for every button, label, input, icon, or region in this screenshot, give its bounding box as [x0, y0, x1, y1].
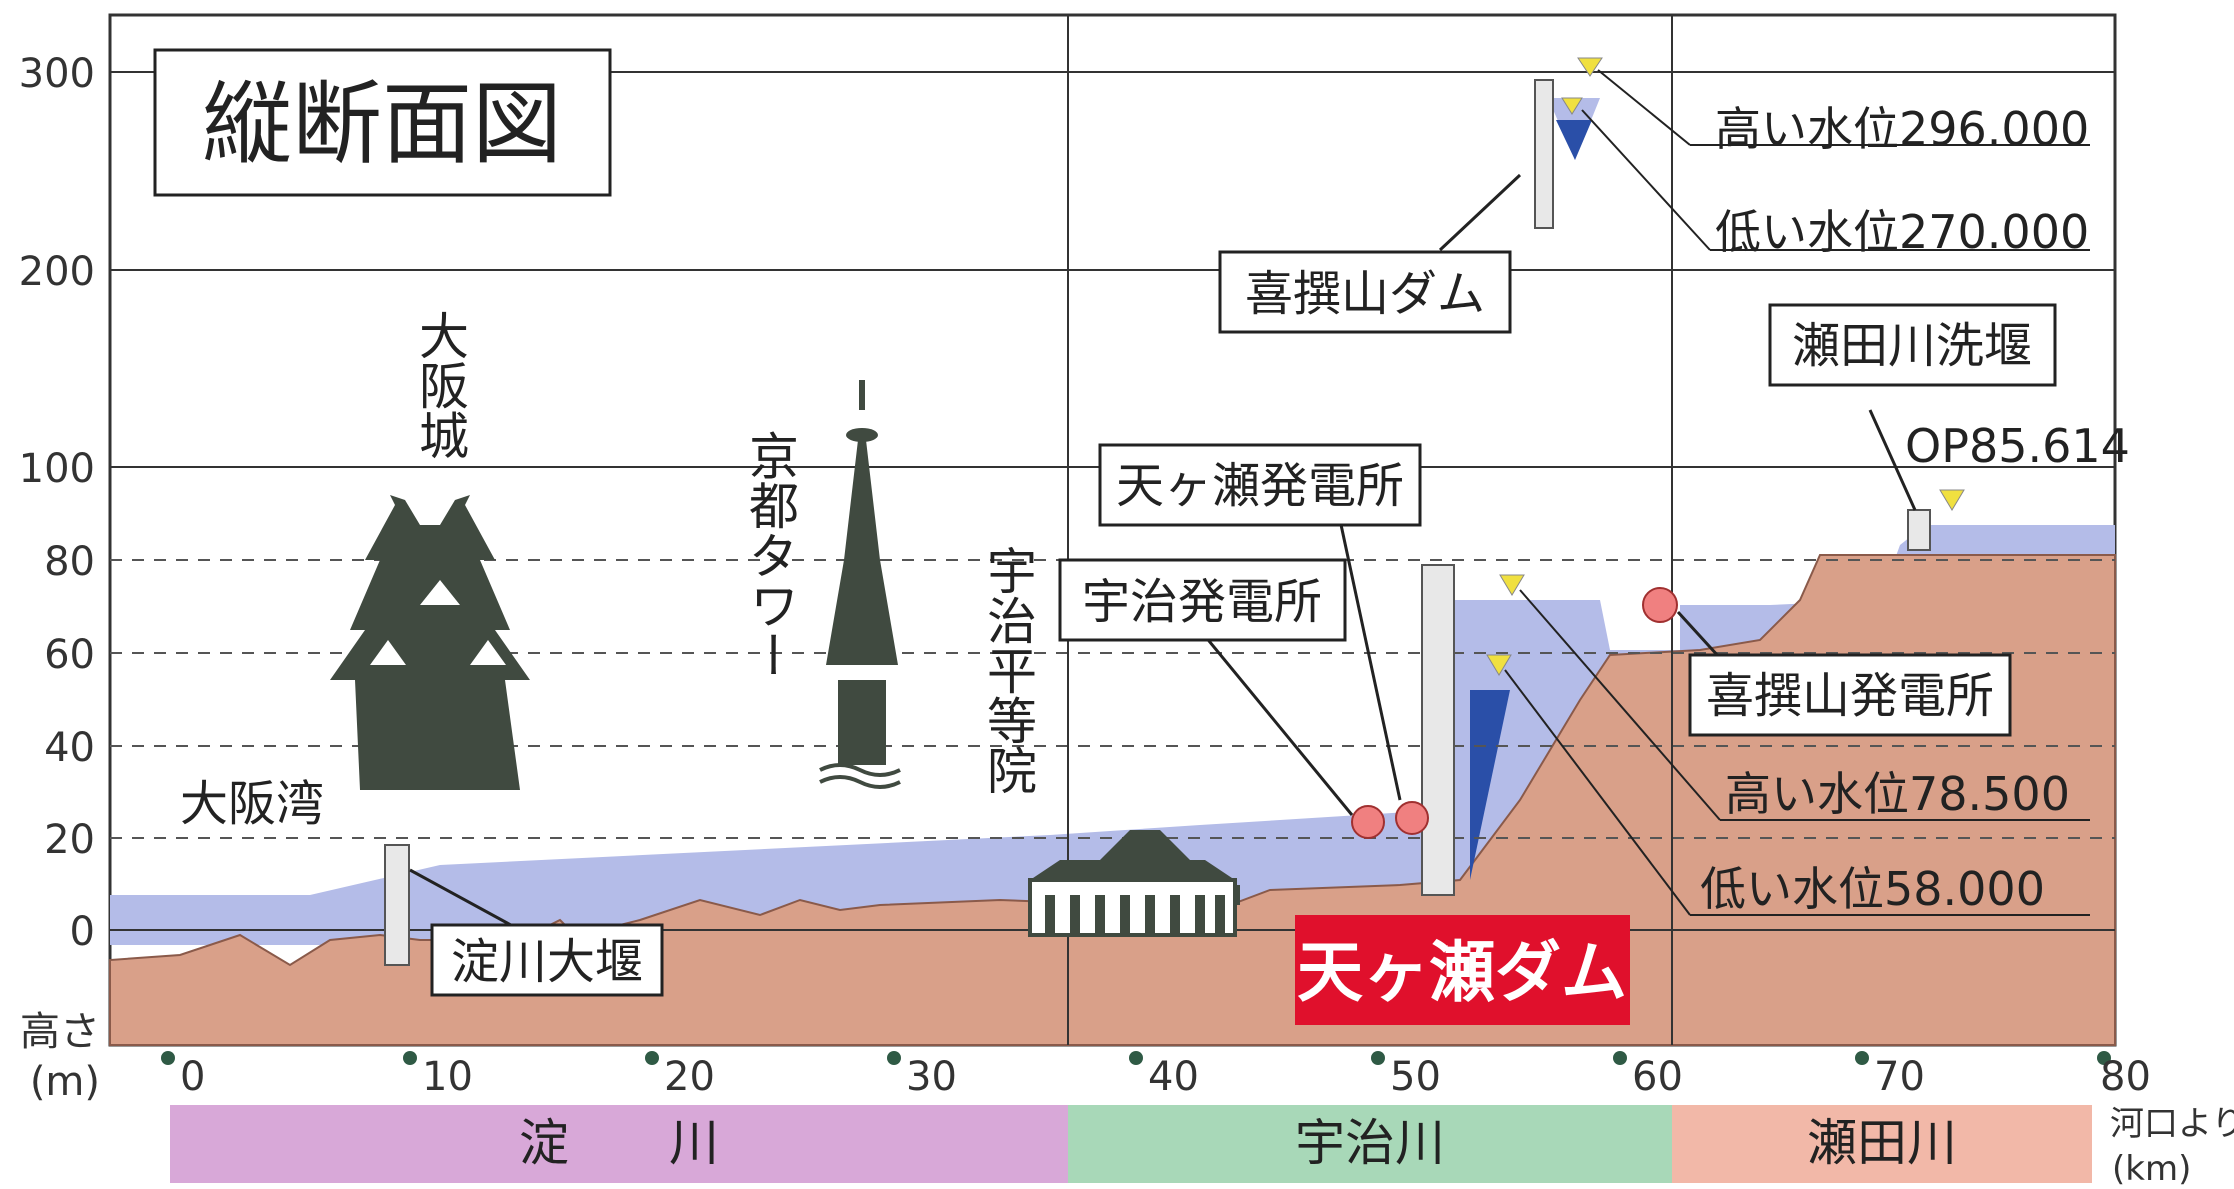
svg-text:40: 40 — [1148, 1054, 1199, 1100]
uji-plant-label: 宇治発電所 — [1082, 574, 1322, 630]
osaka-castle-icon — [330, 495, 530, 790]
y-tick: 20 — [44, 817, 95, 863]
seta-water-level: OP85.614 — [1905, 419, 2130, 473]
amagase-high-level: 高い水位78.500 — [1725, 767, 2070, 821]
svg-text:80: 80 — [2100, 1054, 2151, 1100]
svg-text:50: 50 — [1390, 1054, 1441, 1100]
kisen-low-level: 低い水位270.000 — [1715, 205, 2089, 259]
amagase-dam-wall — [1421, 564, 1455, 896]
kisenyama-plant-label: 喜撰山発電所 — [1706, 668, 1994, 724]
svg-text:20: 20 — [664, 1054, 715, 1100]
x-axis-unit: (km) — [2112, 1149, 2191, 1189]
y-axis-unit: (m) — [30, 1059, 100, 1105]
x-axis: 0 10 20 30 40 50 60 70 80 河口より (km) — [161, 1051, 2234, 1189]
amagase-reservoir-deep — [1470, 690, 1510, 880]
kisenyama-plant-marker — [1642, 587, 1678, 623]
river-bar: 淀 川 宇治川 瀬田川 — [170, 1105, 2092, 1183]
y-tick: 40 — [44, 725, 95, 771]
amagase-high-marker — [1499, 574, 1525, 596]
y-tick: 60 — [44, 632, 95, 678]
y-tick: 100 — [19, 446, 95, 492]
osaka-bay-label: 大阪湾 — [180, 776, 324, 832]
x-axis-label: 河口より — [2110, 1104, 2234, 1144]
svg-text:70: 70 — [1874, 1054, 1925, 1100]
x-tick-60: 60 — [1613, 1051, 1683, 1100]
y-tick: 200 — [19, 249, 95, 295]
seta-weir-structure — [1907, 509, 1931, 551]
x-tick-50: 50 — [1371, 1051, 1441, 1100]
amagase-low-marker — [1486, 654, 1512, 676]
svg-text:60: 60 — [1632, 1054, 1683, 1100]
amagase-plant-marker — [1395, 801, 1429, 835]
yodogawa-weir-structure — [384, 844, 410, 966]
amagase-plant-label: 天ヶ瀬発電所 — [1116, 458, 1404, 514]
svg-text:30: 30 — [906, 1054, 957, 1100]
yodogawa-weir-label: 淀川大堰 — [451, 934, 643, 990]
seta-weir-label: 瀬田川洗堰 — [1792, 318, 2032, 374]
kyoto-tower-label: 京都タワー — [741, 430, 799, 680]
amagase-dam-label: 天ヶ瀬ダム — [1297, 934, 1627, 1011]
x-tick-80: 80 — [2097, 1051, 2151, 1100]
river-setagawa — [1672, 1105, 2092, 1183]
kisen-high-marker — [1577, 57, 1603, 77]
uji-plant-marker — [1351, 805, 1385, 839]
x-tick-70: 70 — [1855, 1051, 1925, 1100]
osaka-castle-label: 大阪城 — [411, 310, 469, 460]
kisenyama-dam-label: 喜撰山ダム — [1245, 266, 1485, 322]
river-setagawa-label: 瀬田川 — [1807, 1114, 1957, 1172]
kyoto-tower-icon — [819, 380, 901, 789]
uji-plant-box — [1058, 558, 1347, 642]
kisenyama-dam-wall — [1534, 79, 1554, 229]
x-tick-20: 20 — [645, 1051, 715, 1100]
amagase-plant-box — [1098, 443, 1422, 527]
svg-text:10: 10 — [422, 1054, 473, 1100]
amagase-dam-label-bg — [1295, 915, 1630, 1025]
x-tick-30: 30 — [887, 1051, 957, 1100]
river-ujigawa — [1068, 1105, 1672, 1183]
river-yodogawa — [170, 1105, 1068, 1183]
kisenyama-plant-box — [1688, 653, 2012, 737]
byodoin-icon — [1028, 830, 1240, 937]
kisen-high-level: 高い水位296.000 — [1715, 102, 2089, 156]
x-tick-40: 40 — [1129, 1051, 1199, 1100]
yodogawa-weir-box — [430, 923, 664, 997]
x-tick-0: 0 — [161, 1051, 205, 1100]
y-tick: 0 — [70, 909, 95, 955]
y-tick: 300 — [19, 51, 95, 97]
diagram-title: 縦断面図 — [202, 72, 562, 177]
kisenyama-dam-box — [1218, 250, 1512, 334]
byodoin-label: 宇治平等院 — [979, 545, 1037, 795]
svg-text:0: 0 — [180, 1054, 205, 1100]
river-ujigawa-label: 宇治川 — [1295, 1114, 1445, 1172]
seta-level-marker — [1939, 489, 1965, 511]
y-axis: 300 200 100 80 60 40 20 0 高さ (m) — [19, 51, 100, 1105]
kisenyama-reservoir-deep — [1556, 120, 1592, 160]
river-yodogawa-label: 淀 川 — [519, 1114, 719, 1172]
y-tick: 80 — [44, 539, 95, 585]
x-tick-10: 10 — [403, 1051, 473, 1100]
amagase-low-level: 低い水位58.000 — [1700, 862, 2045, 916]
title-box — [153, 48, 612, 197]
seta-weir-box — [1768, 303, 2057, 387]
y-axis-label: 高さ — [20, 1009, 100, 1055]
kisen-low-marker — [1561, 97, 1583, 115]
